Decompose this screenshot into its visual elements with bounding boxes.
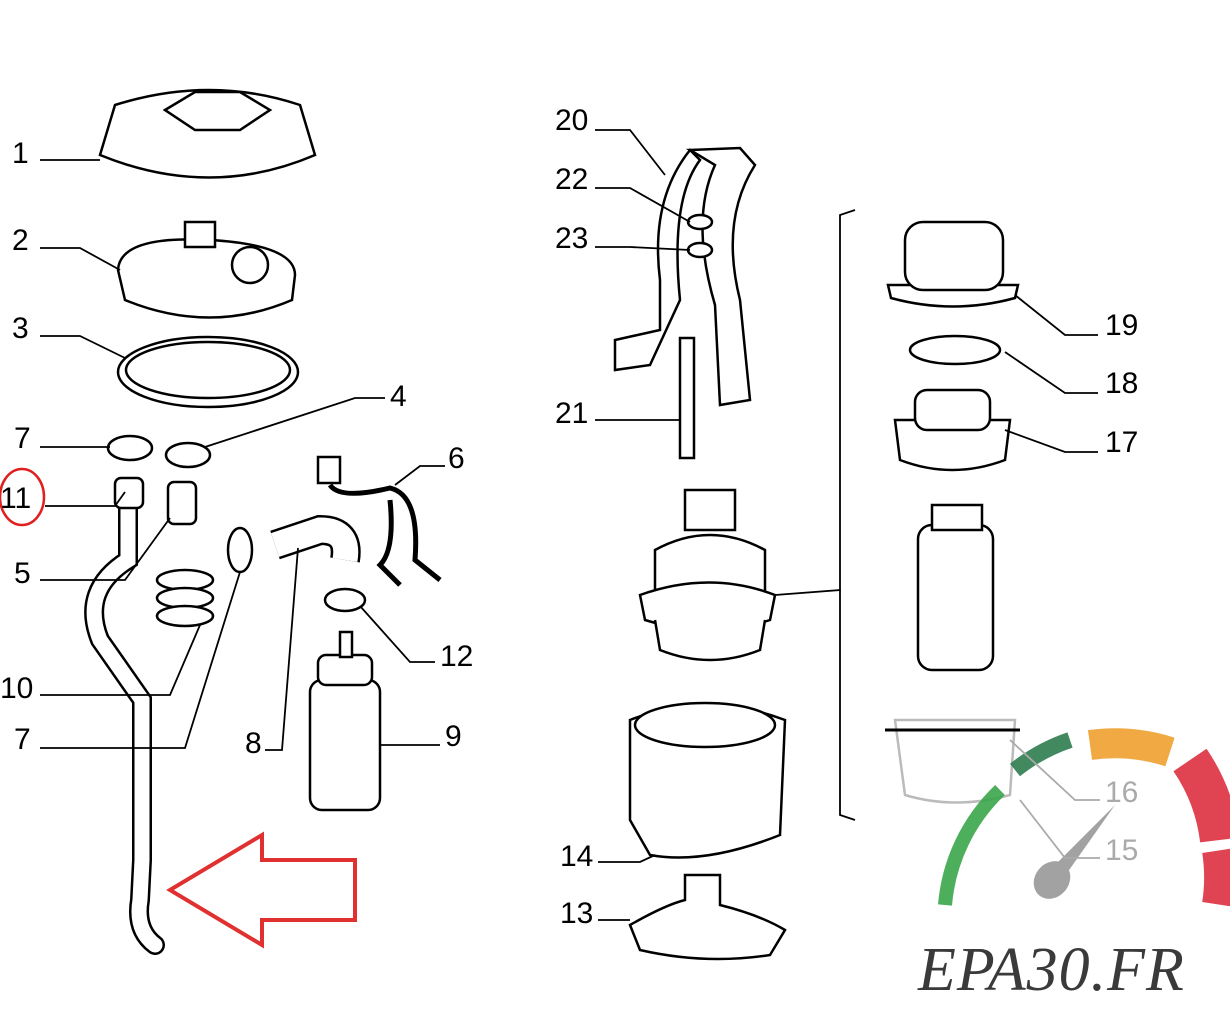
label-4: 4	[390, 380, 407, 413]
part-20-bracket	[613, 146, 757, 460]
label-23: 23	[555, 222, 588, 255]
label-5: 5	[14, 557, 31, 590]
label-11: 11	[0, 482, 31, 515]
label-22: 22	[555, 163, 588, 196]
label-17: 17	[1105, 426, 1138, 459]
label-3: 3	[12, 312, 29, 345]
label-16: 16	[1105, 776, 1138, 809]
label-13: 13	[560, 897, 593, 930]
label-6: 6	[448, 442, 465, 475]
part-14-housing	[628, 701, 787, 859]
part-pump-right	[916, 503, 995, 672]
highlight-circle-11	[0, 467, 46, 527]
label-21: 21	[555, 397, 588, 430]
label-14: 14	[560, 840, 593, 873]
part-1-ring-nut	[98, 88, 317, 179]
label-18: 18	[1105, 367, 1138, 400]
label-19: 19	[1105, 309, 1138, 342]
label-20: 20	[555, 104, 588, 137]
epa30-logo-text: EPA30.FR	[918, 936, 1185, 1004]
part-2-flange	[116, 220, 297, 319]
part-11-pipe	[84, 476, 165, 955]
part-9-pump	[308, 630, 382, 812]
part-6-wiring	[316, 455, 442, 587]
part-18-clamp	[908, 334, 1002, 366]
clamps	[106, 434, 367, 613]
red-arrow-pointer	[166, 831, 357, 949]
part-17-holder	[893, 388, 1012, 472]
part-16-filter	[885, 718, 1020, 804]
part-3-gasket	[116, 335, 300, 409]
part-13-base	[628, 873, 787, 961]
epa30-logo-gauge	[938, 728, 1230, 907]
label-10: 10	[0, 672, 33, 705]
pump-assembly	[638, 488, 777, 662]
label-8: 8	[245, 727, 262, 760]
label-15: 15	[1105, 834, 1138, 867]
label-7-bottom: 7	[14, 723, 31, 756]
part-19-cup	[886, 220, 1020, 308]
leader-lines	[40, 129, 1100, 921]
label-9: 9	[445, 720, 462, 753]
label-12: 12	[440, 640, 473, 673]
part-10-coil	[155, 568, 215, 628]
label-2: 2	[12, 224, 29, 257]
label-1: 1	[12, 137, 29, 170]
part-5-sleeve	[166, 480, 198, 526]
label-7-top: 7	[14, 422, 31, 455]
